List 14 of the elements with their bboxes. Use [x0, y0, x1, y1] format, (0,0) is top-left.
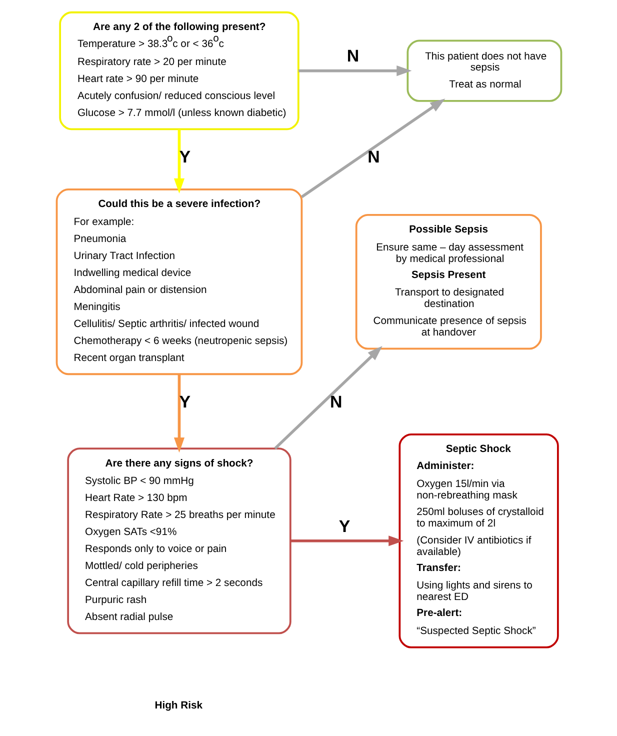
arrow [298, 66, 412, 76]
edge-label: N [367, 148, 380, 167]
node-box: Possible Sepsis Ensure same – day assessment by medical professional Sepsis Present Transport to designated destination Communicate presence of sepsis at handover [354, 214, 542, 350]
arrow [300, 98, 445, 198]
edge-label: Y [338, 516, 350, 536]
node-box: Could this be a severe infection? For example: Pneumonia Urinary Tract Infection Indwelling medical device Abdominal pain or distension Meningitis Cellulitis/ Septic arthritis/ infected wound Chemotherapy < 6 weeks (neutropenic sepsis) Recent organ transplant [55, 188, 302, 376]
arrow [290, 536, 404, 546]
node-box: Are there any signs of shock? Systolic BP < 90 mmHg Heart Rate > 130 bpm Respiratory Rate > 25 breaths per minute Oxygen SATs <91% Responds only to voice or pain Mottled/ cold peripheries Central capillary refill time > 2 seconds Purpuric rash Absent radial pulse [66, 448, 291, 634]
label: High Risk [154, 700, 202, 712]
node-box: Septic Shock Administer: Oxygen 15l/min via non-rebreathing mask 250ml boluses of crystalloid to maximum of 2l (Consider IV antibiotics if available) Transfer: Using lights and sirens to nearest ED Pre-alert: “Suspected Septic Shock” [398, 433, 558, 648]
node-box: This patient does not have sepsis Treat as normal [406, 40, 562, 102]
edge-label: N [346, 46, 359, 66]
arrow [274, 346, 382, 450]
edge-label: N [329, 392, 342, 412]
